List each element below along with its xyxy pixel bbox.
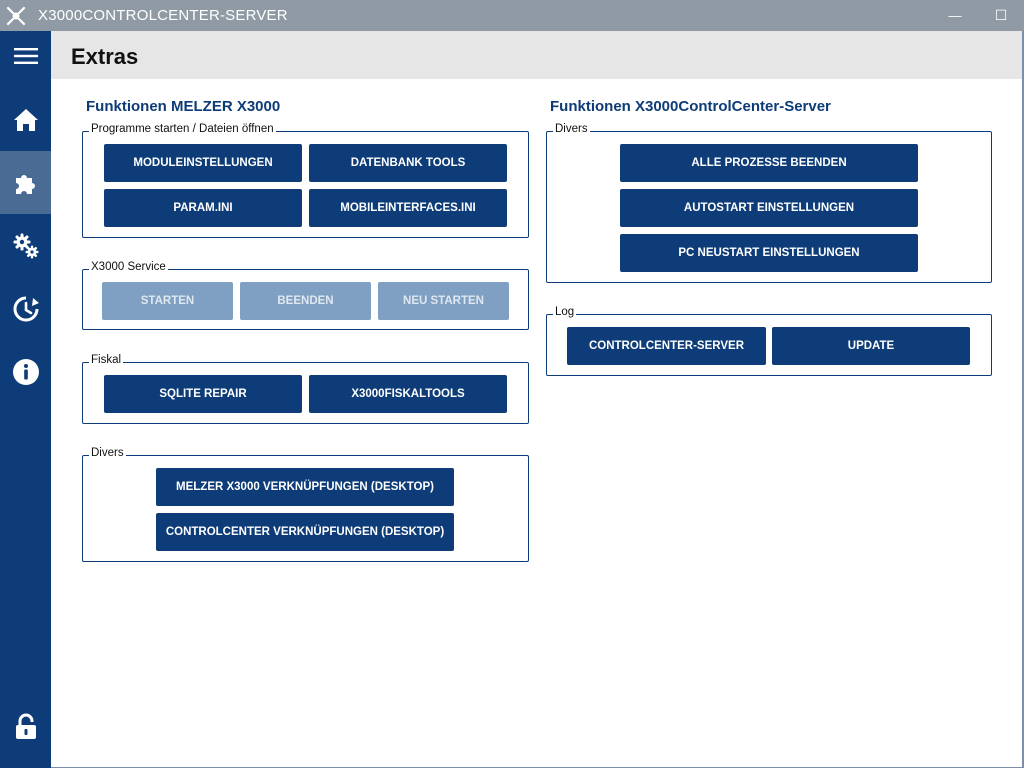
sqlite-repair-button[interactable]: SQLITE REPAIR: [104, 375, 302, 413]
alle-prozesse-beenden-button[interactable]: ALLE PROZESSE BEENDEN: [620, 144, 918, 182]
gears-icon: [13, 233, 38, 258]
sidebar-item-history[interactable]: [0, 277, 51, 340]
moduleinstellungen-button[interactable]: MODULEINSTELLUNGEN: [104, 144, 302, 182]
group-log: Log: [546, 306, 992, 376]
group-programme: Programme starten / Dateien öffnen: [82, 123, 529, 238]
page-header: Extras: [51, 31, 1022, 79]
group-legend-service: X3000 Service: [89, 261, 168, 273]
section-title-melzer: Funktionen MELZER X3000: [86, 98, 281, 115]
maximize-button[interactable]: ☐: [994, 7, 1008, 23]
beenden-button[interactable]: BEENDEN: [240, 282, 371, 320]
datenbank-tools-button[interactable]: DATENBANK TOOLS: [309, 144, 507, 182]
window-title: X3000CONTROLCENTER-SERVER: [38, 7, 288, 24]
group-service: X3000 Service: [82, 261, 529, 330]
sidebar-item-info[interactable]: [0, 340, 51, 403]
sidebar-item-home[interactable]: [0, 88, 51, 151]
home-icon: [13, 108, 38, 131]
section-title-controlcenter: Funktionen X3000ControlCenter-Server: [550, 98, 831, 115]
controlcenter-verknuepfungen-button[interactable]: CONTROLCENTER VERKNÜPFUNGEN (DESKTOP): [156, 513, 454, 551]
app-logo-icon: [6, 6, 26, 26]
x3000fiskaltools-button[interactable]: X3000FISKALTOOLS: [309, 375, 507, 413]
param-ini-button[interactable]: PARAM.INI: [104, 189, 302, 227]
title-bar: X3000CONTROLCENTER-SERVER — ☐: [0, 0, 1024, 31]
group-divers-right: Divers: [546, 123, 992, 283]
lock-icon: [15, 713, 36, 739]
info-icon: [12, 358, 39, 385]
sidebar: [0, 31, 51, 768]
group-legend-divers-left: Divers: [89, 447, 126, 459]
update-button[interactable]: UPDATE: [772, 327, 970, 365]
history-icon: [13, 296, 39, 321]
group-legend-divers-right: Divers: [553, 123, 590, 135]
sidebar-item-extras[interactable]: [0, 151, 51, 214]
group-legend-fiskal: Fiskal: [89, 354, 124, 366]
puzzle-icon: [15, 174, 35, 194]
menu-button[interactable]: [0, 24, 51, 87]
melzer-verknuepfungen-button[interactable]: MELZER X3000 VERKNÜPFUNGEN (DESKTOP): [156, 468, 454, 506]
window-border-right: [1022, 31, 1024, 768]
menu-icon: [13, 47, 38, 64]
sidebar-item-settings[interactable]: [0, 214, 51, 277]
sidebar-item-lock[interactable]: [0, 695, 51, 758]
group-divers-left: Divers: [82, 447, 529, 562]
minimize-button[interactable]: —: [948, 8, 962, 23]
controlcenter-server-button[interactable]: CONTROLCENTER-SERVER: [567, 327, 766, 365]
group-legend-log: Log: [553, 306, 577, 318]
group-fiskal: Fiskal: [82, 354, 529, 424]
page-title: Extras: [71, 44, 139, 69]
neu-starten-button[interactable]: NEU STARTEN: [378, 282, 509, 320]
mobileinterfaces-ini-button[interactable]: MOBILEINTERFACES.INI: [309, 189, 507, 227]
starten-button[interactable]: STARTEN: [102, 282, 233, 320]
group-legend-programme: Programme starten / Dateien öffnen: [89, 123, 276, 135]
autostart-einstellungen-button[interactable]: AUTOSTART EINSTELLUNGEN: [620, 189, 918, 227]
pc-neustart-einstellungen-button[interactable]: PC NEUSTART EINSTELLUNGEN: [620, 234, 918, 272]
